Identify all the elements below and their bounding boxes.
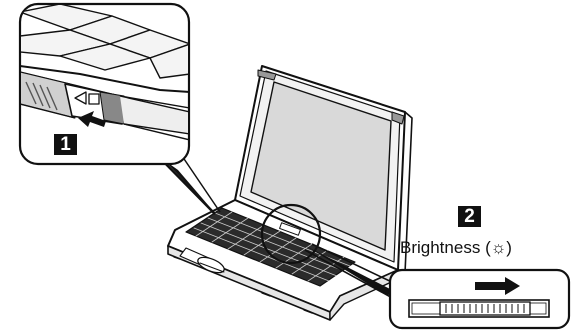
brightness-label: Brightness — [400, 238, 480, 257]
brightness-slider-knob — [440, 302, 530, 315]
step-2-badge: 2 — [458, 206, 481, 227]
step-1-badge: 1 — [54, 134, 77, 155]
latch-zoom-callout — [20, 4, 220, 214]
brightness-icon: (☼) — [485, 238, 512, 257]
brightness-caption: Brightness (☼) — [400, 238, 512, 258]
